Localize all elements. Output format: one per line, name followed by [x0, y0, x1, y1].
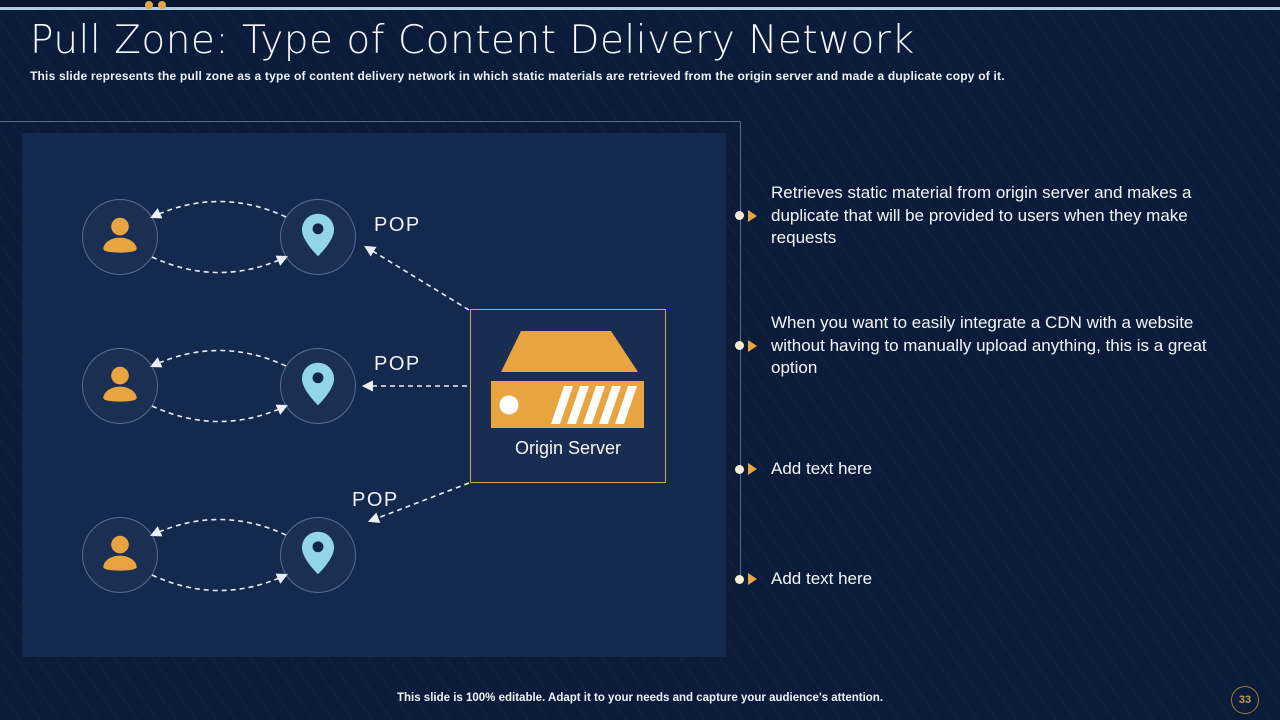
page-number-badge: 33	[1231, 686, 1259, 714]
vertical-divider	[740, 121, 741, 579]
bullet-text: Add text here	[771, 569, 873, 588]
bullet-marker-icon	[735, 339, 757, 352]
bullet-item: Retrieves static material from origin se…	[735, 182, 1240, 250]
origin-server-label: Origin Server	[514, 438, 622, 458]
bullet-item: When you want to easily integrate a CDN …	[735, 312, 1240, 380]
pop-node	[280, 199, 356, 275]
user-node	[82, 348, 158, 424]
pop-label: POP	[374, 214, 421, 236]
bullet-text: Add text here	[771, 459, 873, 478]
top-accent-line	[0, 7, 1280, 10]
user-node	[82, 199, 158, 275]
page-title: Pull Zone: Type of Content Delivery Netw…	[30, 18, 915, 63]
user-icon	[97, 530, 143, 581]
decor-dot	[145, 1, 153, 9]
pop-label: POP	[352, 489, 399, 511]
top-strip	[0, 0, 1280, 7]
decor-dot	[158, 1, 166, 9]
origin-server-box: Origin Server	[470, 309, 666, 483]
bullet-text: Retrieves static material from origin se…	[771, 183, 1192, 247]
location-pin-icon	[293, 528, 343, 583]
bullet-item: Add text here	[735, 458, 1240, 481]
pop-label: POP	[374, 353, 421, 375]
user-icon	[97, 212, 143, 263]
page-subtitle: This slide represents the pull zone as a…	[30, 69, 1005, 83]
bullet-item: Add text here	[735, 568, 1240, 591]
location-pin-icon	[293, 210, 343, 265]
user-icon	[97, 361, 143, 412]
bullet-marker-icon	[735, 573, 757, 586]
footer-note: This slide is 100% editable. Adapt it to…	[396, 692, 884, 704]
bullet-marker-icon	[735, 463, 757, 476]
location-pin-icon	[293, 359, 343, 414]
pop-node	[280, 517, 356, 593]
horizontal-divider	[0, 121, 740, 122]
pop-node	[280, 348, 356, 424]
server-icon	[491, 331, 644, 428]
bullet-text: When you want to easily integrate a CDN …	[771, 313, 1207, 377]
user-node	[82, 517, 158, 593]
bullet-marker-icon	[735, 209, 757, 222]
